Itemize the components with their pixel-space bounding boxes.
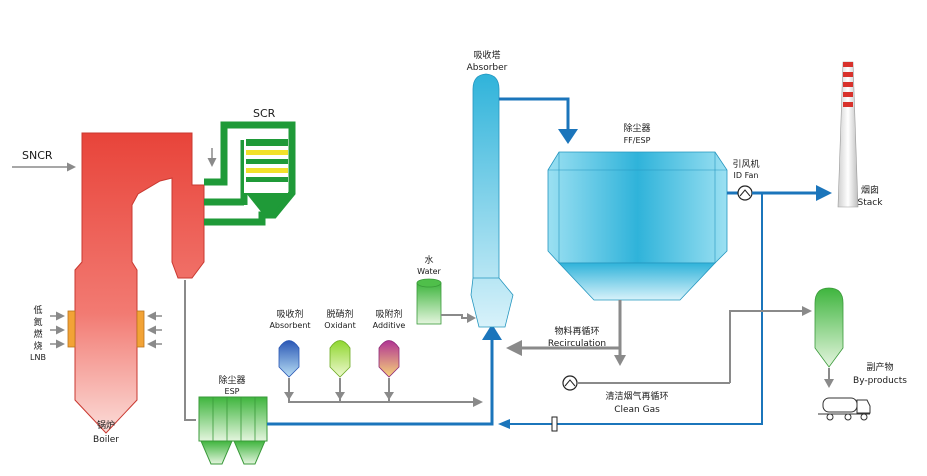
lnb-burner-right [136, 310, 145, 348]
additive-tank [378, 340, 400, 378]
clean-label-en: Clean Gas [614, 405, 660, 415]
reagent-feed-lines [288, 378, 479, 403]
svg-text:氮: 氮 [33, 316, 42, 328]
svg-text:燃: 燃 [33, 328, 42, 340]
stack-label-en: Stack [858, 198, 884, 208]
clean-gas-damper [551, 416, 558, 432]
water-label-en: Water [417, 267, 441, 276]
oxidant-label-cn: 脱硝剂 [326, 308, 353, 320]
boiler-label-en: Boiler [93, 435, 119, 445]
boiler [67, 132, 205, 434]
svg-text:LNB: LNB [30, 353, 46, 362]
svg-text:烧: 烧 [33, 340, 42, 352]
ffesp-label-cn: 除尘器 [623, 122, 650, 134]
water-tank [416, 278, 442, 325]
absorber-label-cn: 吸收塔 [473, 49, 500, 61]
ffesp-label-en: FF/ESP [624, 136, 651, 145]
esp1-label-en: ESP [225, 387, 240, 396]
absorber-inlet-arrow [482, 324, 502, 340]
lnb-burner-left [67, 310, 76, 348]
oxidant-label-en: Oxidant [324, 321, 355, 330]
truck-icon [818, 397, 871, 421]
sncr-label: SNCR [22, 149, 53, 162]
idfan-label-en: ID Fan [734, 171, 759, 180]
lnb-arrows [50, 311, 162, 349]
svg-text:低: 低 [33, 304, 42, 316]
boiler-label-cn: 锅炉 [97, 419, 115, 431]
id-fan [737, 185, 753, 201]
byprod-label-en: By-products [853, 376, 907, 386]
absorbent-label-en: Absorbent [269, 321, 310, 330]
byprod-label-cn: 副产物 [866, 361, 893, 373]
flue-to-esp [184, 280, 196, 421]
additive-label-cn: 吸附剂 [375, 308, 402, 320]
scr-reactor [204, 121, 296, 226]
absorbent-label-cn: 吸收剂 [276, 308, 303, 320]
byproduct-line [729, 310, 806, 383]
esp-lower [198, 396, 268, 465]
byproduct-silo [814, 287, 844, 368]
oxidant-tank [329, 340, 351, 378]
lnb-label: 低 氮 燃 烧 LNB [30, 304, 46, 362]
stack [837, 61, 859, 208]
stack-label-cn: 烟囱 [861, 184, 879, 196]
ff-esp [547, 151, 728, 301]
absorber-tower [470, 73, 514, 328]
esp1-label-cn: 除尘器 [218, 374, 245, 386]
recirc-label-en: Recirculation [548, 339, 606, 349]
recirc-label-cn: 物料再循环 [554, 325, 599, 337]
scr-label: SCR [253, 107, 276, 120]
water-label-cn: 水 [424, 254, 433, 266]
flue-esp-to-absorber [267, 336, 494, 426]
clean-gas-line [504, 193, 763, 425]
clean-gas-fan [562, 375, 578, 391]
absorber-label-en: Absorber [467, 63, 508, 73]
additive-label-en: Additive [373, 321, 406, 330]
clean-label-cn: 清洁烟气再循环 [605, 390, 668, 402]
flue-absorber-to-ffesp [499, 97, 570, 135]
idfan-label-cn: 引风机 [732, 158, 759, 170]
absorbent-tank [278, 340, 300, 378]
